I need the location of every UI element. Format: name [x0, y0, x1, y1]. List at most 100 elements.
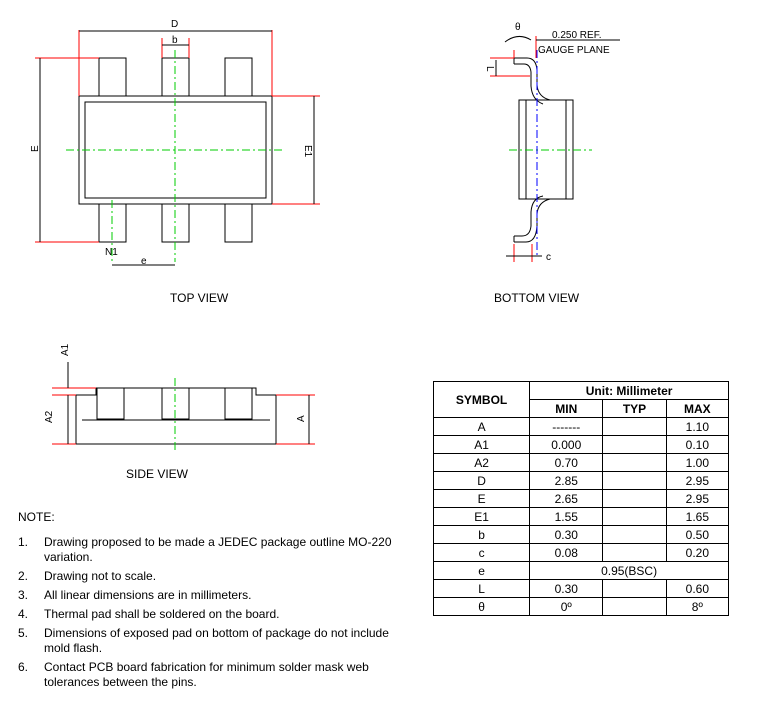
note-item: 4. Thermal pad shall be soldered on the b…: [18, 607, 413, 622]
unit-header: Unit: Millimeter: [529, 381, 729, 400]
note-item: 3. All linear dimensions are in millimete…: [18, 588, 413, 603]
dimension-table: SYMBOL Unit: Millimeter MIN TYP MAX A---…: [432, 381, 730, 616]
dim-L-label: L: [484, 66, 495, 72]
bottom-view-dimensions: [490, 36, 537, 262]
notes-section: NOTE: 1. Drawing proposed to be made a JE…: [18, 510, 413, 694]
notes-title: NOTE:: [18, 510, 55, 524]
col-typ: TYP: [602, 399, 667, 418]
dim-A2-label: A2: [44, 410, 55, 423]
cell-symbol: E: [432, 489, 531, 508]
note-number: 6.: [18, 660, 29, 674]
cell-min: 0.70: [529, 453, 604, 472]
note-text: Dimensions of exposed pad on bottom of p…: [44, 626, 389, 655]
note-text: Drawing not to scale.: [44, 569, 157, 583]
cell-max: 2.95: [665, 489, 730, 508]
cell-typ: [602, 471, 667, 490]
gauge-plane-label: GAUGE PLANE: [538, 45, 610, 56]
col-min: MIN: [529, 399, 604, 418]
note-item: 5. Dimensions of exposed pad on bottom of…: [18, 626, 413, 656]
top-view-centerlines: [66, 50, 285, 262]
top-view-dim-arrows: [39, 30, 315, 266]
dim-e-label: e: [141, 256, 147, 267]
cell-min: 0.30: [529, 525, 604, 544]
cell-typ: [602, 597, 667, 616]
gauge-ref-label: 0.250 REF.: [552, 30, 601, 41]
cell-max: 0.60: [665, 579, 730, 598]
table-row: A------- 1.10: [432, 417, 730, 436]
dim-D-label: D: [171, 19, 178, 30]
side-view: [75, 387, 277, 445]
symbol-header: SYMBOL: [432, 381, 531, 418]
note-number: 4.: [18, 607, 29, 621]
cell-min: 0.30: [529, 579, 604, 598]
cell-symbol: A: [432, 417, 531, 436]
top-view-label: TOP VIEW: [170, 291, 229, 305]
dim-A1-label: A1: [60, 343, 71, 356]
cell-max: 1.10: [665, 417, 730, 436]
cell-max: 1.00: [665, 453, 730, 472]
note-number: 2.: [18, 569, 29, 583]
cell-min: 0.08: [529, 543, 604, 562]
cell-max: 8º: [665, 597, 730, 616]
note-number: 3.: [18, 588, 29, 602]
cell-typ: [602, 435, 667, 454]
dim-b-label: b: [172, 35, 178, 46]
side-view-label: SIDE VIEW: [126, 467, 189, 481]
dim-theta-label: θ: [515, 22, 521, 33]
note-item: 2. Drawing not to scale.: [18, 569, 413, 584]
cell-min: 0.000: [529, 435, 604, 454]
note-number: 1.: [18, 535, 29, 549]
note-number: 5.: [18, 626, 29, 640]
cell-span: 0.95(BSC): [529, 561, 729, 580]
cell-min: 2.85: [529, 471, 604, 490]
dim-c-label: c: [546, 252, 551, 263]
cell-symbol: b: [432, 525, 531, 544]
cell-max: 2.95: [665, 471, 730, 490]
dim-A-label: A: [296, 415, 307, 422]
note-text: All linear dimensions are in millimeters…: [44, 588, 252, 602]
cell-min: 0º: [529, 597, 604, 616]
cell-typ: [602, 507, 667, 526]
cell-typ: [602, 543, 667, 562]
cell-min: -------: [529, 417, 604, 436]
cell-typ: [602, 525, 667, 544]
cell-symbol: θ: [432, 597, 531, 616]
note-text: Drawing proposed to be made a JEDEC pack…: [44, 535, 392, 564]
cell-symbol: e: [432, 561, 531, 580]
note-text: Contact PCB board fabrication for minimu…: [44, 660, 369, 689]
note-item: 1. Drawing proposed to be made a JEDEC pa…: [18, 535, 413, 565]
cell-symbol: c: [432, 543, 531, 562]
cell-max: 0.20: [665, 543, 730, 562]
cell-min: 2.65: [529, 489, 604, 508]
cell-typ: [602, 417, 667, 436]
cell-symbol: L: [432, 579, 531, 598]
dim-E-label: E: [30, 145, 41, 152]
note-text: Thermal pad shall be soldered on the boa…: [44, 607, 280, 621]
notes-list: 1. Drawing proposed to be made a JEDEC pa…: [18, 535, 413, 690]
cell-min: 1.55: [529, 507, 604, 526]
bottom-view-centerlines: [509, 50, 592, 258]
cell-typ: [602, 489, 667, 508]
dim-E1-label: E1: [302, 145, 313, 158]
top-view-dimensions: [35, 30, 320, 243]
cell-symbol: D: [432, 471, 531, 490]
cell-max: 1.65: [665, 507, 730, 526]
cell-symbol: A1: [432, 435, 531, 454]
cell-max: 0.50: [665, 525, 730, 544]
cell-typ: [602, 453, 667, 472]
dim-N1-label: N1: [105, 247, 118, 258]
cell-symbol: E1: [432, 507, 531, 526]
cell-max: 0.10: [665, 435, 730, 454]
